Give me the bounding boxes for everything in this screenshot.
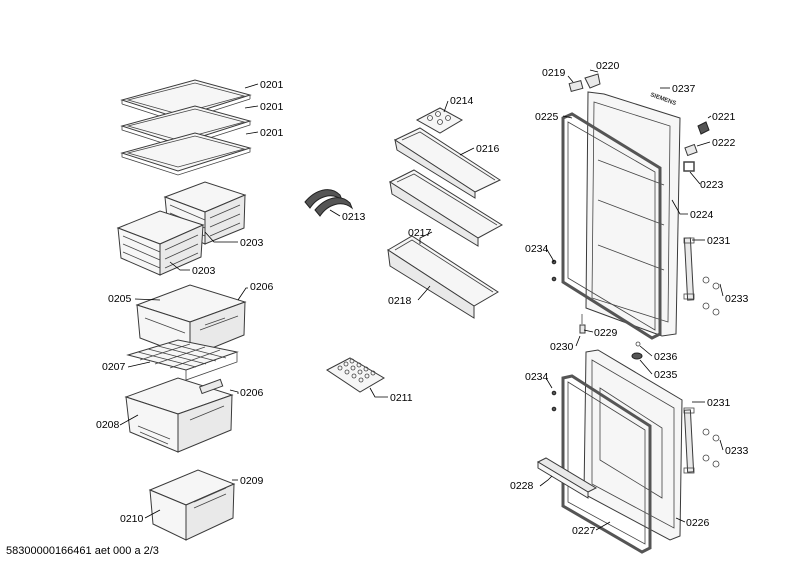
label-0209: 0209 — [240, 475, 264, 487]
label-0201-a: 0201 — [260, 79, 284, 91]
label-0206-b: 0206 — [240, 387, 264, 399]
label-0227: 0227 — [572, 525, 596, 537]
glass-shelf-3 — [120, 132, 252, 176]
middle-drawer — [124, 377, 234, 453]
lower-door-gasket — [561, 374, 652, 554]
label-0222: 0222 — [712, 137, 736, 149]
label-0236: 0236 — [654, 351, 678, 363]
label-0208: 0208 — [96, 419, 120, 431]
label-0207: 0207 — [102, 361, 126, 373]
label-0214: 0214 — [450, 95, 474, 107]
lower-door-trim — [536, 457, 598, 499]
top-hinge-parts — [568, 73, 601, 93]
label-0234-a: 0234 — [525, 243, 549, 255]
label-0233-a: 0233 — [725, 293, 749, 305]
label-0205: 0205 — [108, 293, 132, 305]
label-0237: 0237 — [672, 83, 696, 95]
label-0231-a: 0231 — [707, 235, 731, 247]
label-0201-c: 0201 — [260, 127, 284, 139]
lower-screws — [702, 428, 720, 468]
egg-tray — [326, 357, 385, 393]
label-0221: 0221 — [712, 111, 736, 123]
label-0234-b: 0234 — [525, 371, 549, 383]
door-shelf-lower — [387, 235, 499, 319]
label-0228: 0228 — [510, 480, 534, 492]
label-0235: 0235 — [654, 369, 678, 381]
lower-door-handle — [683, 407, 695, 474]
door-shelf-upper — [393, 127, 502, 199]
label-0201-b: 0201 — [260, 101, 284, 113]
bottom-drawer — [148, 469, 236, 541]
door-shelf-middle — [388, 169, 503, 247]
wire-basket-front — [116, 210, 205, 276]
label-0226: 0226 — [686, 517, 710, 529]
upper-pins — [551, 259, 557, 282]
label-0233-b: 0233 — [725, 445, 749, 457]
label-0219: 0219 — [542, 67, 566, 79]
upper-door-caps — [683, 121, 710, 172]
egg-holder-insert — [415, 107, 464, 134]
bottle-holder — [304, 189, 354, 217]
label-0210: 0210 — [120, 513, 144, 525]
grid-rack — [126, 339, 239, 381]
wire-basket-back — [163, 181, 247, 245]
label-0225: 0225 — [535, 111, 559, 123]
label-0216: 0216 — [476, 143, 500, 155]
upper-door: SIEMENS — [585, 91, 681, 337]
lower-pins — [551, 390, 557, 412]
label-0229: 0229 — [594, 327, 618, 339]
glass-shelf-2 — [120, 105, 252, 149]
label-0213: 0213 — [342, 211, 366, 223]
label-0223: 0223 — [700, 179, 724, 191]
label-0218: 0218 — [388, 295, 412, 307]
upper-door-gasket — [561, 112, 662, 340]
label-0224: 0224 — [690, 209, 714, 221]
label-0220: 0220 — [596, 60, 620, 72]
label-0217: 0217 — [408, 227, 432, 239]
callout-labels: 0201 0201 0201 0203 0203 0205 0206 0207 … — [96, 60, 749, 537]
label-0203-a: 0203 — [240, 237, 264, 249]
label-0230: 0230 — [550, 341, 574, 353]
label-0203-b: 0203 — [192, 265, 216, 277]
label-0211: 0211 — [390, 392, 413, 404]
label-0231-b: 0231 — [707, 397, 731, 409]
label-0206-a: 0206 — [250, 281, 274, 293]
document-footer: 58300000166461 aet 000 a 2/3 — [6, 545, 159, 557]
leader-lines — [119, 69, 724, 531]
upper-screws — [702, 276, 720, 316]
upper-door-handle — [683, 237, 695, 301]
middle-hinge-parts — [579, 314, 643, 360]
